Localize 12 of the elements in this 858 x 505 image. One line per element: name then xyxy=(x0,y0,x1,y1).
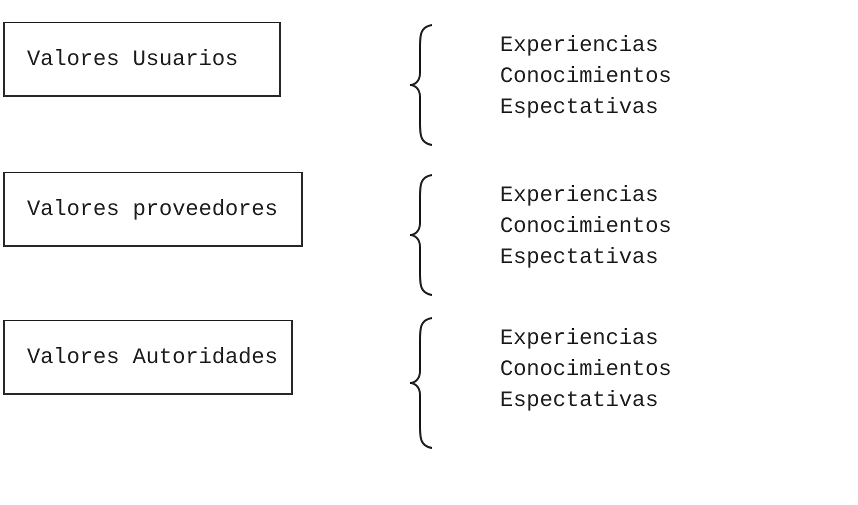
list-item: Conocimientos xyxy=(500,214,672,239)
list-item: Conocimientos xyxy=(500,357,672,382)
list-item: Espectativas xyxy=(500,245,658,270)
value-box: Valores Usuarios xyxy=(3,22,281,97)
list-item: Experiencias xyxy=(500,326,658,351)
list-item: Espectativas xyxy=(500,95,658,120)
list-item: Conocimientos xyxy=(500,64,672,89)
value-box: Valores Autoridades xyxy=(3,320,293,395)
list-item: Experiencias xyxy=(500,183,658,208)
list-item: Experiencias xyxy=(500,33,658,58)
value-box: Valores proveedores xyxy=(3,172,303,247)
list-item: Espectativas xyxy=(500,388,658,413)
